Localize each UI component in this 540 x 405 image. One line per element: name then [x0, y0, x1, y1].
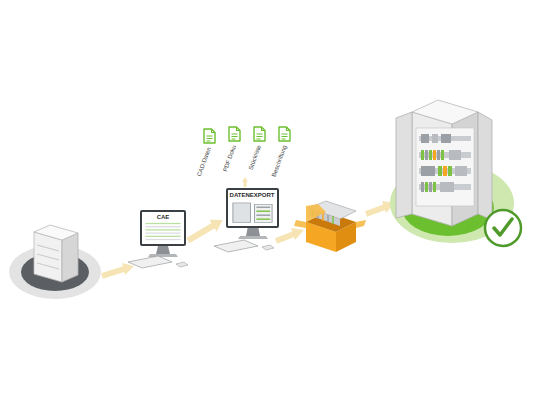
flow-arrow	[276, 228, 304, 241]
monitor-box: DATENEXPORT	[226, 188, 279, 228]
screen-title: DATENEXPORT	[228, 190, 277, 199]
export-arrow	[242, 177, 248, 187]
computer-export	[214, 226, 274, 252]
flow-arrow	[188, 220, 223, 241]
document-node: Beschriftung	[278, 126, 291, 142]
component-box	[294, 201, 366, 252]
document-label: Beschriftung	[270, 144, 288, 178]
document-node: Stückliste	[253, 126, 266, 142]
check-badge	[485, 210, 521, 246]
document-icon	[228, 126, 241, 142]
monitor-box: CAE	[140, 210, 186, 246]
empty-cabinet	[34, 225, 78, 282]
document-icon	[203, 128, 216, 144]
cabinet-door	[478, 112, 492, 220]
document-node: CAD-Daten	[203, 128, 216, 144]
finished-cabinet	[396, 100, 492, 226]
cabinet-door	[396, 112, 412, 218]
document-node: PDF Doku	[228, 126, 241, 142]
document-label: PDF Doku	[221, 144, 237, 172]
document-label: Stückliste	[247, 144, 262, 171]
flow-arrow	[102, 263, 134, 276]
screen-title: CAE	[142, 212, 184, 221]
document-icon	[253, 126, 266, 142]
document-icon	[278, 126, 291, 142]
computer-cae	[128, 246, 188, 268]
document-label: CAD-Daten	[195, 146, 212, 177]
